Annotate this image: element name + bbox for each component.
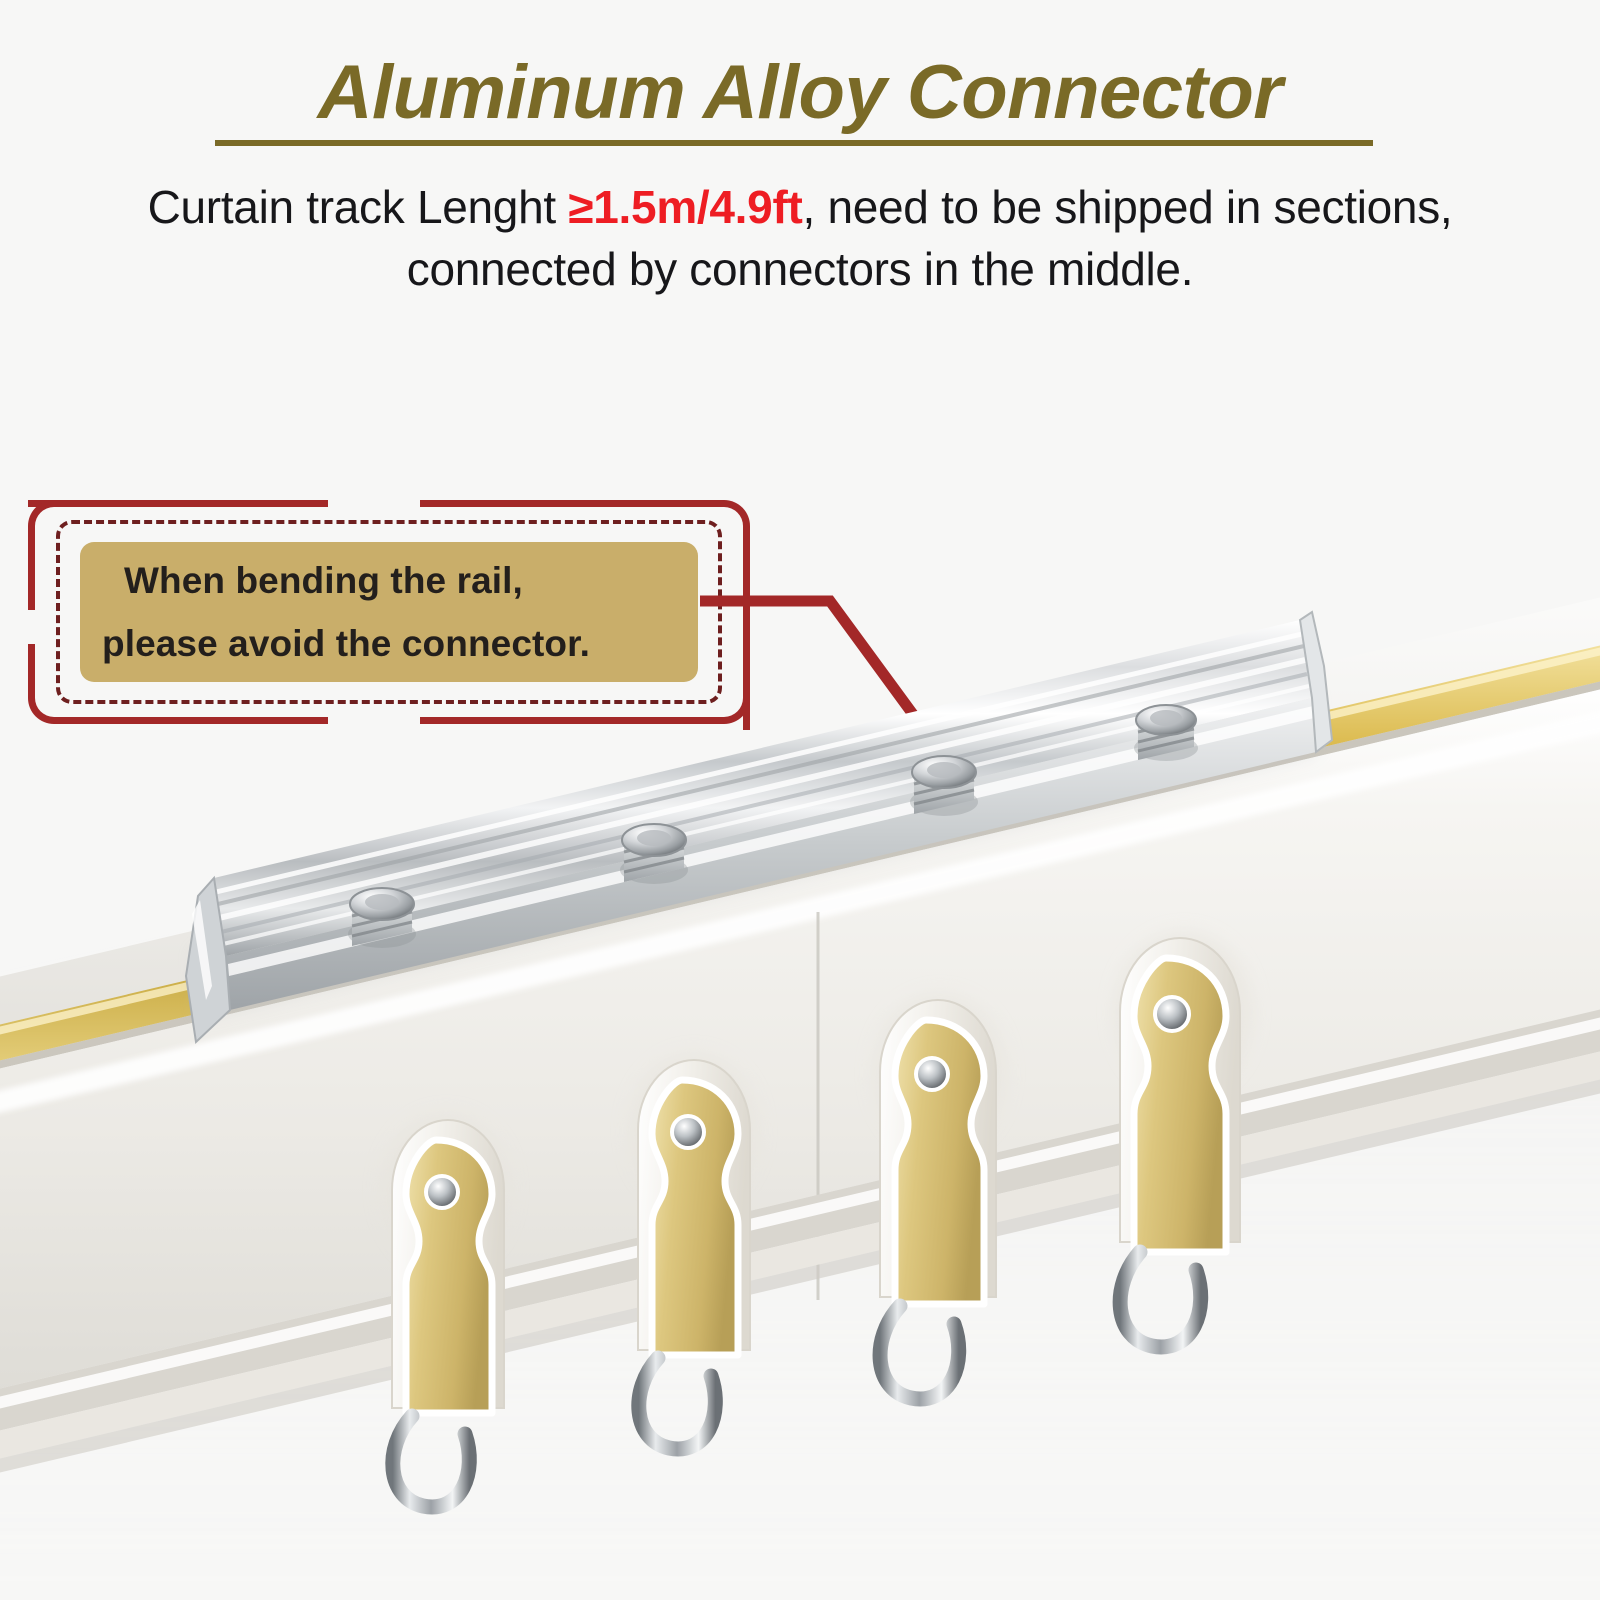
glider-chrome-hook (872, 1298, 967, 1407)
subtitle-line-2: connected by connectors in the middle. (406, 243, 1194, 295)
glider-rivet (1153, 995, 1191, 1033)
screw-thread-line (913, 788, 975, 806)
rail-specular-highlight (0, 711, 1600, 1113)
connector-screw (1134, 704, 1198, 761)
subtitle-text: Curtain track Lenght ≥1.5m/4.9ft, need t… (50, 176, 1550, 300)
callout-line-1: When bending the rail, (124, 560, 523, 601)
glider-roller (630, 1054, 758, 1457)
glider-gold-faceplate (1130, 954, 1230, 1256)
glider-gold-faceplate (891, 1016, 988, 1308)
connector-rib (218, 657, 1306, 921)
subtitle-part-1: Curtain track Lenght (147, 181, 569, 233)
product-illustration (0, 597, 1600, 1600)
screw-socket (637, 830, 671, 846)
glider-chrome-hook (631, 1350, 723, 1457)
connector-side-highlight (228, 706, 1314, 976)
connector-rib (215, 631, 1303, 895)
callout-frame-top-left (28, 500, 328, 610)
product-photo (0, 300, 1600, 1600)
glider-roller (872, 994, 1006, 1407)
connector-screw (910, 755, 978, 816)
connector-screw (348, 887, 416, 948)
callout-message-box: When bending the rail, please avoid the … (80, 542, 698, 682)
screw-socket (927, 762, 961, 778)
glider-rivet (670, 1114, 706, 1150)
connector-rib (220, 672, 1308, 934)
glider-gold-faceplate (402, 1136, 496, 1417)
screw-thread-line (1137, 736, 1195, 753)
glider-rivet (424, 1174, 460, 1210)
warning-callout: When bending the rail, please avoid the … (28, 500, 750, 730)
glider-roller (1112, 932, 1252, 1355)
connector-screw (620, 823, 688, 884)
aluminum-alloy-connector (184, 610, 1334, 1045)
header-section: Aluminum Alloy Connector Curtain track L… (0, 0, 1600, 320)
glider-roller (382, 1114, 510, 1515)
subtitle-highlight-length: ≥1.5m/4.9ft (568, 181, 803, 233)
screw-socket (1150, 710, 1182, 726)
screw-socket (365, 894, 399, 910)
page-title-container: Aluminum Alloy Connector (0, 50, 1600, 136)
connector-left-end-highlight (192, 900, 212, 1000)
glider-rivet (914, 1056, 950, 1092)
title-underline-rule (215, 140, 1373, 146)
screw-thread-line (351, 920, 413, 938)
connector-rib (217, 644, 1305, 906)
callout-line-2: please avoid the connector. (102, 623, 590, 664)
connector-right-end-cap (1298, 610, 1334, 754)
glider-chrome-hook (385, 1408, 477, 1515)
glider-gold-faceplate (648, 1076, 742, 1359)
page-title: Aluminum Alloy Connector (317, 50, 1283, 135)
callout-frame-bottom-left (28, 644, 328, 724)
screw-thread-line (623, 856, 685, 874)
glider-chrome-hook (1112, 1244, 1209, 1355)
curtain-glider-rollers (382, 932, 1252, 1515)
subtitle-part-2: , need to be shipped in sections, (802, 181, 1453, 233)
